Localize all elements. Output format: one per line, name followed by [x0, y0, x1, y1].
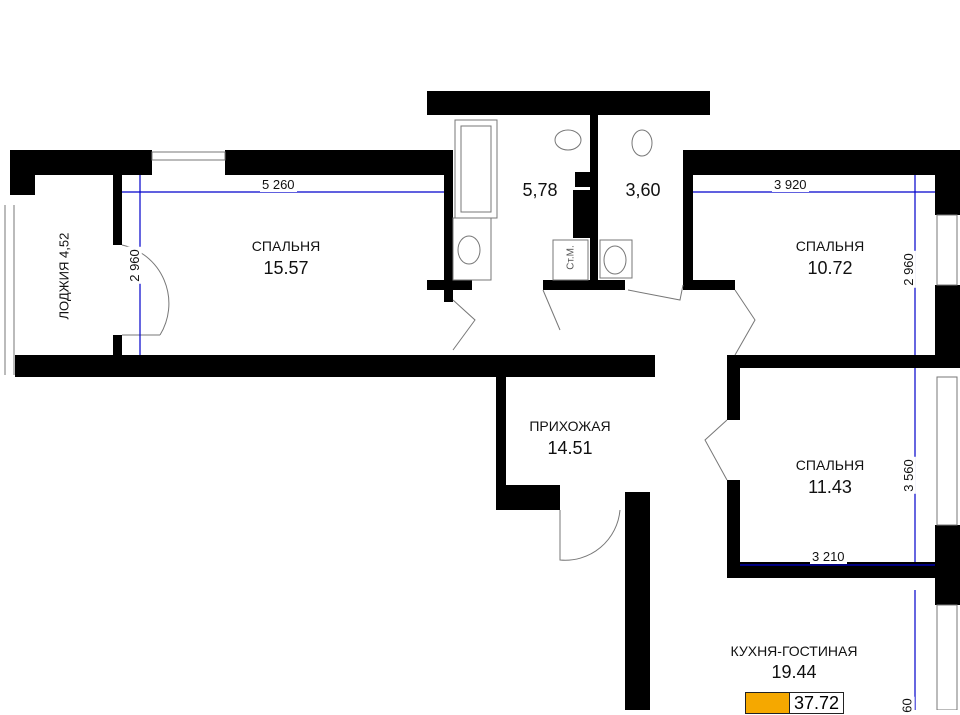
washer-label: Ст.М.: [565, 245, 577, 270]
dim-bedroom2-width: 3 920: [772, 177, 809, 192]
bedroom2-area: 10.72: [807, 258, 853, 278]
total-area-badge: 37.72: [745, 692, 845, 714]
kitchen-area: 19.44: [771, 662, 817, 682]
hall-area: 14.51: [547, 438, 593, 458]
total-area-swatch: [745, 692, 790, 714]
kitchen-name: КУХНЯ-ГОСТИНАЯ: [730, 643, 858, 659]
walls: [10, 91, 960, 710]
fixtures: [4, 119, 958, 710]
dim-bedroom1-width: 5 260: [260, 177, 297, 192]
bathroom-area: 5,78: [522, 180, 558, 200]
dim-bedroom2-depth: 2 960: [900, 251, 916, 288]
loggia-label: ЛОДЖИЯ 4,52: [56, 232, 72, 320]
hall-name: ПРИХОЖАЯ: [529, 418, 611, 434]
dim-bedroom3-depth: 3 560: [900, 457, 916, 494]
dim-kitchen-depth: 60: [899, 696, 915, 715]
total-area-value: 37.72: [790, 692, 845, 714]
toilet-area: 3,60: [625, 180, 661, 200]
bedroom1-name: СПАЛЬНЯ: [251, 238, 321, 254]
dim-bedroom1-depth: 2 960: [126, 247, 142, 284]
bedroom1-area: 15.57: [263, 258, 309, 278]
bedroom3-area: 11.43: [808, 477, 852, 497]
dim-bedroom3-width: 3 210: [810, 549, 847, 564]
bedroom2-name: СПАЛЬНЯ: [795, 238, 865, 254]
bedroom3-name: СПАЛЬНЯ: [795, 457, 865, 473]
